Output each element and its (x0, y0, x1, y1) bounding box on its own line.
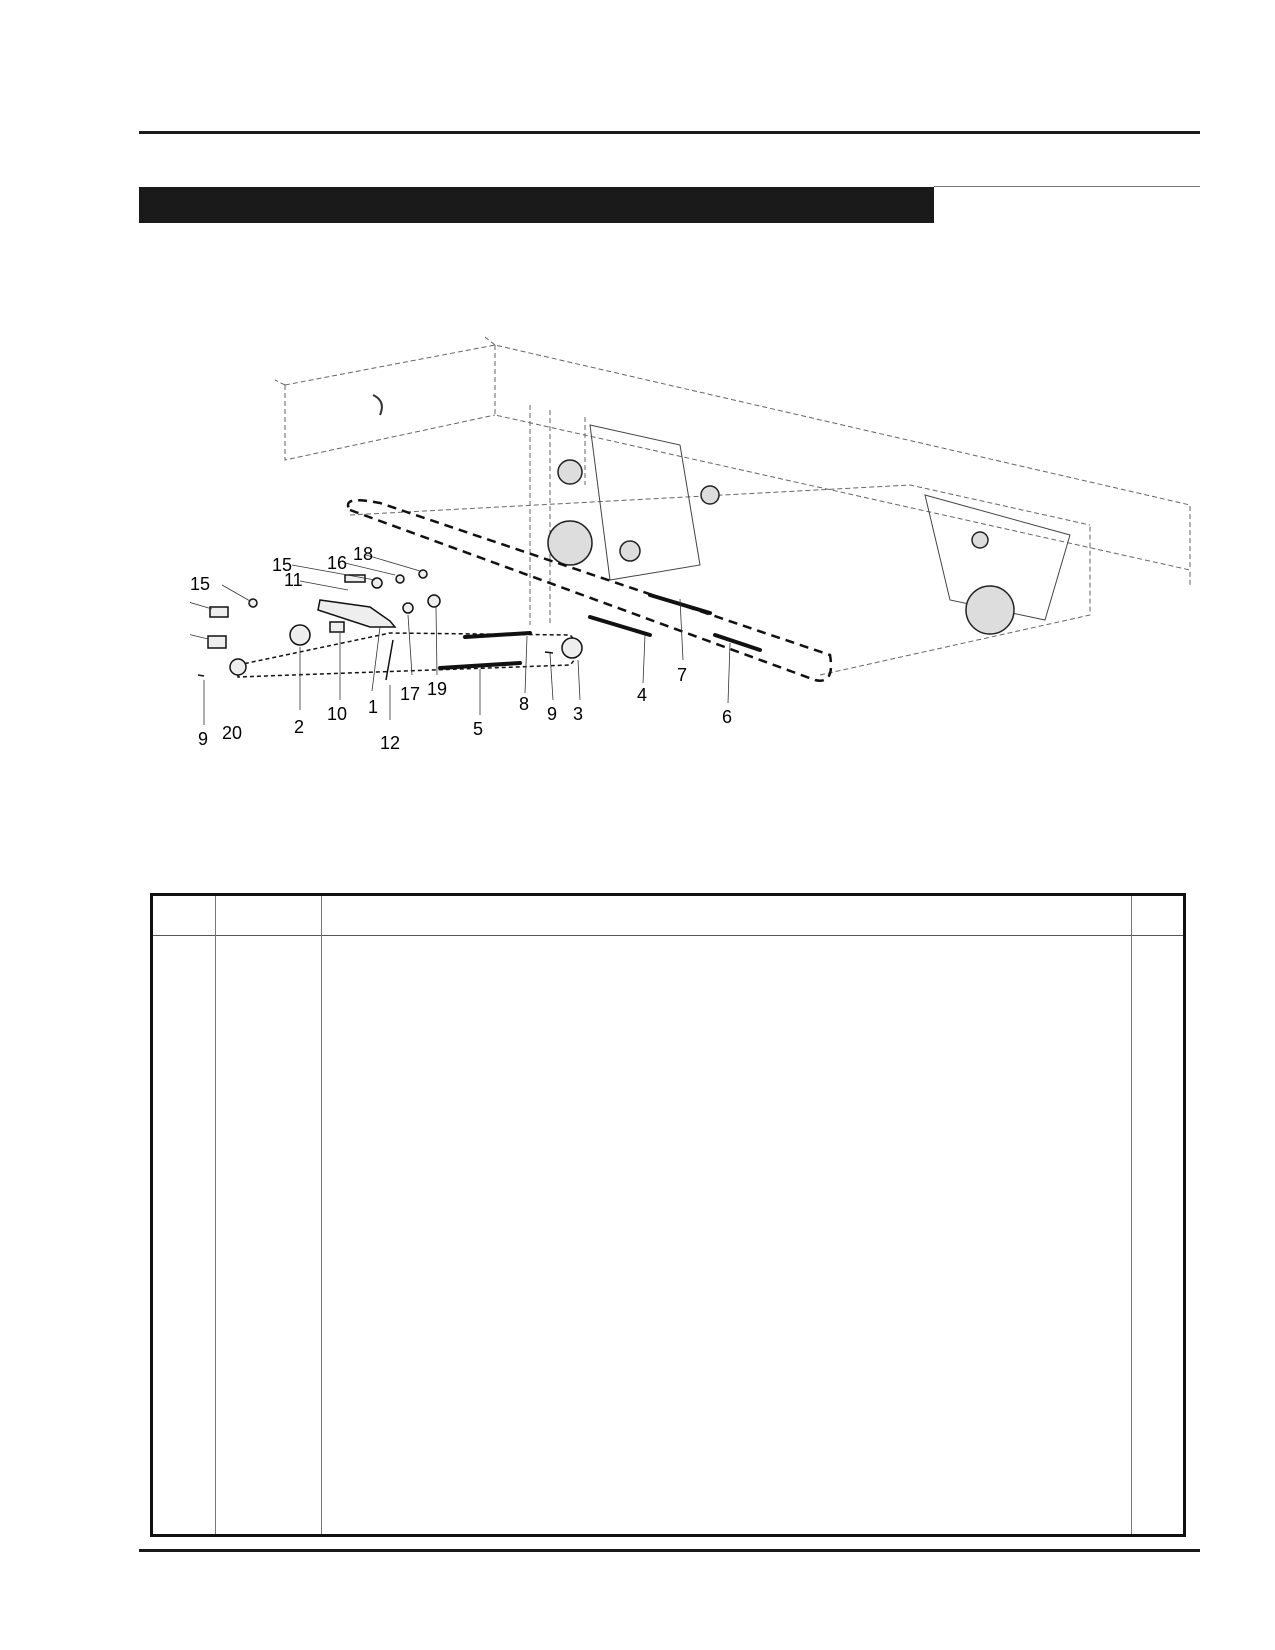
callout-3: 3 (573, 704, 583, 724)
callout-11: 11 (284, 570, 303, 590)
callout-6: 6 (722, 707, 732, 727)
key-9-icon (197, 674, 205, 677)
sprocket-3-icon (561, 637, 583, 659)
spacer-10-icon (329, 621, 345, 633)
frame-sprockets (547, 459, 1015, 635)
section-title-bar (139, 187, 934, 223)
frame-phantom-lines (274, 336, 1191, 676)
callout-4: 4 (637, 685, 647, 705)
parts-list-table (150, 893, 1186, 1537)
callout-2: 2 (294, 717, 304, 737)
callout-5: 5 (473, 719, 483, 739)
spring-12-icon (385, 639, 394, 681)
washer-17-icon (402, 602, 414, 614)
nut-18-icon (418, 569, 428, 579)
column-divider-3 (1131, 896, 1132, 1534)
bolt-14-icon (207, 635, 227, 649)
callout-9b: 9 (547, 704, 557, 724)
key-9b-icon (544, 651, 554, 654)
sprocket-20-icon (229, 658, 247, 676)
table-header-divider (153, 935, 1183, 936)
callout-20: 20 (222, 723, 242, 743)
callout-1: 1 (368, 697, 378, 717)
idler-arm-icon (317, 599, 397, 628)
callout-9: 9 (198, 729, 208, 749)
callout-8: 8 (519, 694, 529, 714)
callout-15b: 15 (190, 574, 210, 594)
side-plates (589, 424, 1071, 621)
callout-15: 15 (272, 555, 292, 575)
bolt-13-icon (209, 606, 229, 618)
top-rule (139, 131, 1200, 134)
exploded-hardware (197, 569, 583, 681)
callout-10: 10 (327, 704, 347, 724)
bottom-rule (139, 1549, 1200, 1552)
washer-15-icon (371, 577, 383, 589)
exploded-parts-diagram: 18 16 15 11 15 13 14 9 20 2 10 1 12 17 1… (190, 335, 1200, 805)
callout-16: 16 (327, 553, 347, 573)
nut-19-icon (427, 594, 441, 608)
chain-segments (438, 593, 762, 670)
title-bar-extension-rule (934, 186, 1200, 187)
washer-15b-icon (248, 598, 258, 608)
callout-19: 19 (427, 679, 447, 699)
beam-bracket-icon (372, 394, 383, 416)
callouts: 18 16 15 11 15 13 14 9 20 2 10 1 12 17 1… (190, 544, 732, 753)
callout-7: 7 (677, 665, 687, 685)
column-divider-2 (321, 896, 322, 1534)
sprocket-2-icon (289, 624, 311, 646)
nut-16-icon (395, 574, 405, 584)
column-divider-1 (215, 896, 216, 1534)
drive-chain-loop (346, 498, 833, 682)
leader-lines (190, 554, 731, 725)
callout-17: 17 (400, 684, 420, 704)
callout-18: 18 (353, 544, 373, 564)
callout-12: 12 (380, 733, 400, 753)
